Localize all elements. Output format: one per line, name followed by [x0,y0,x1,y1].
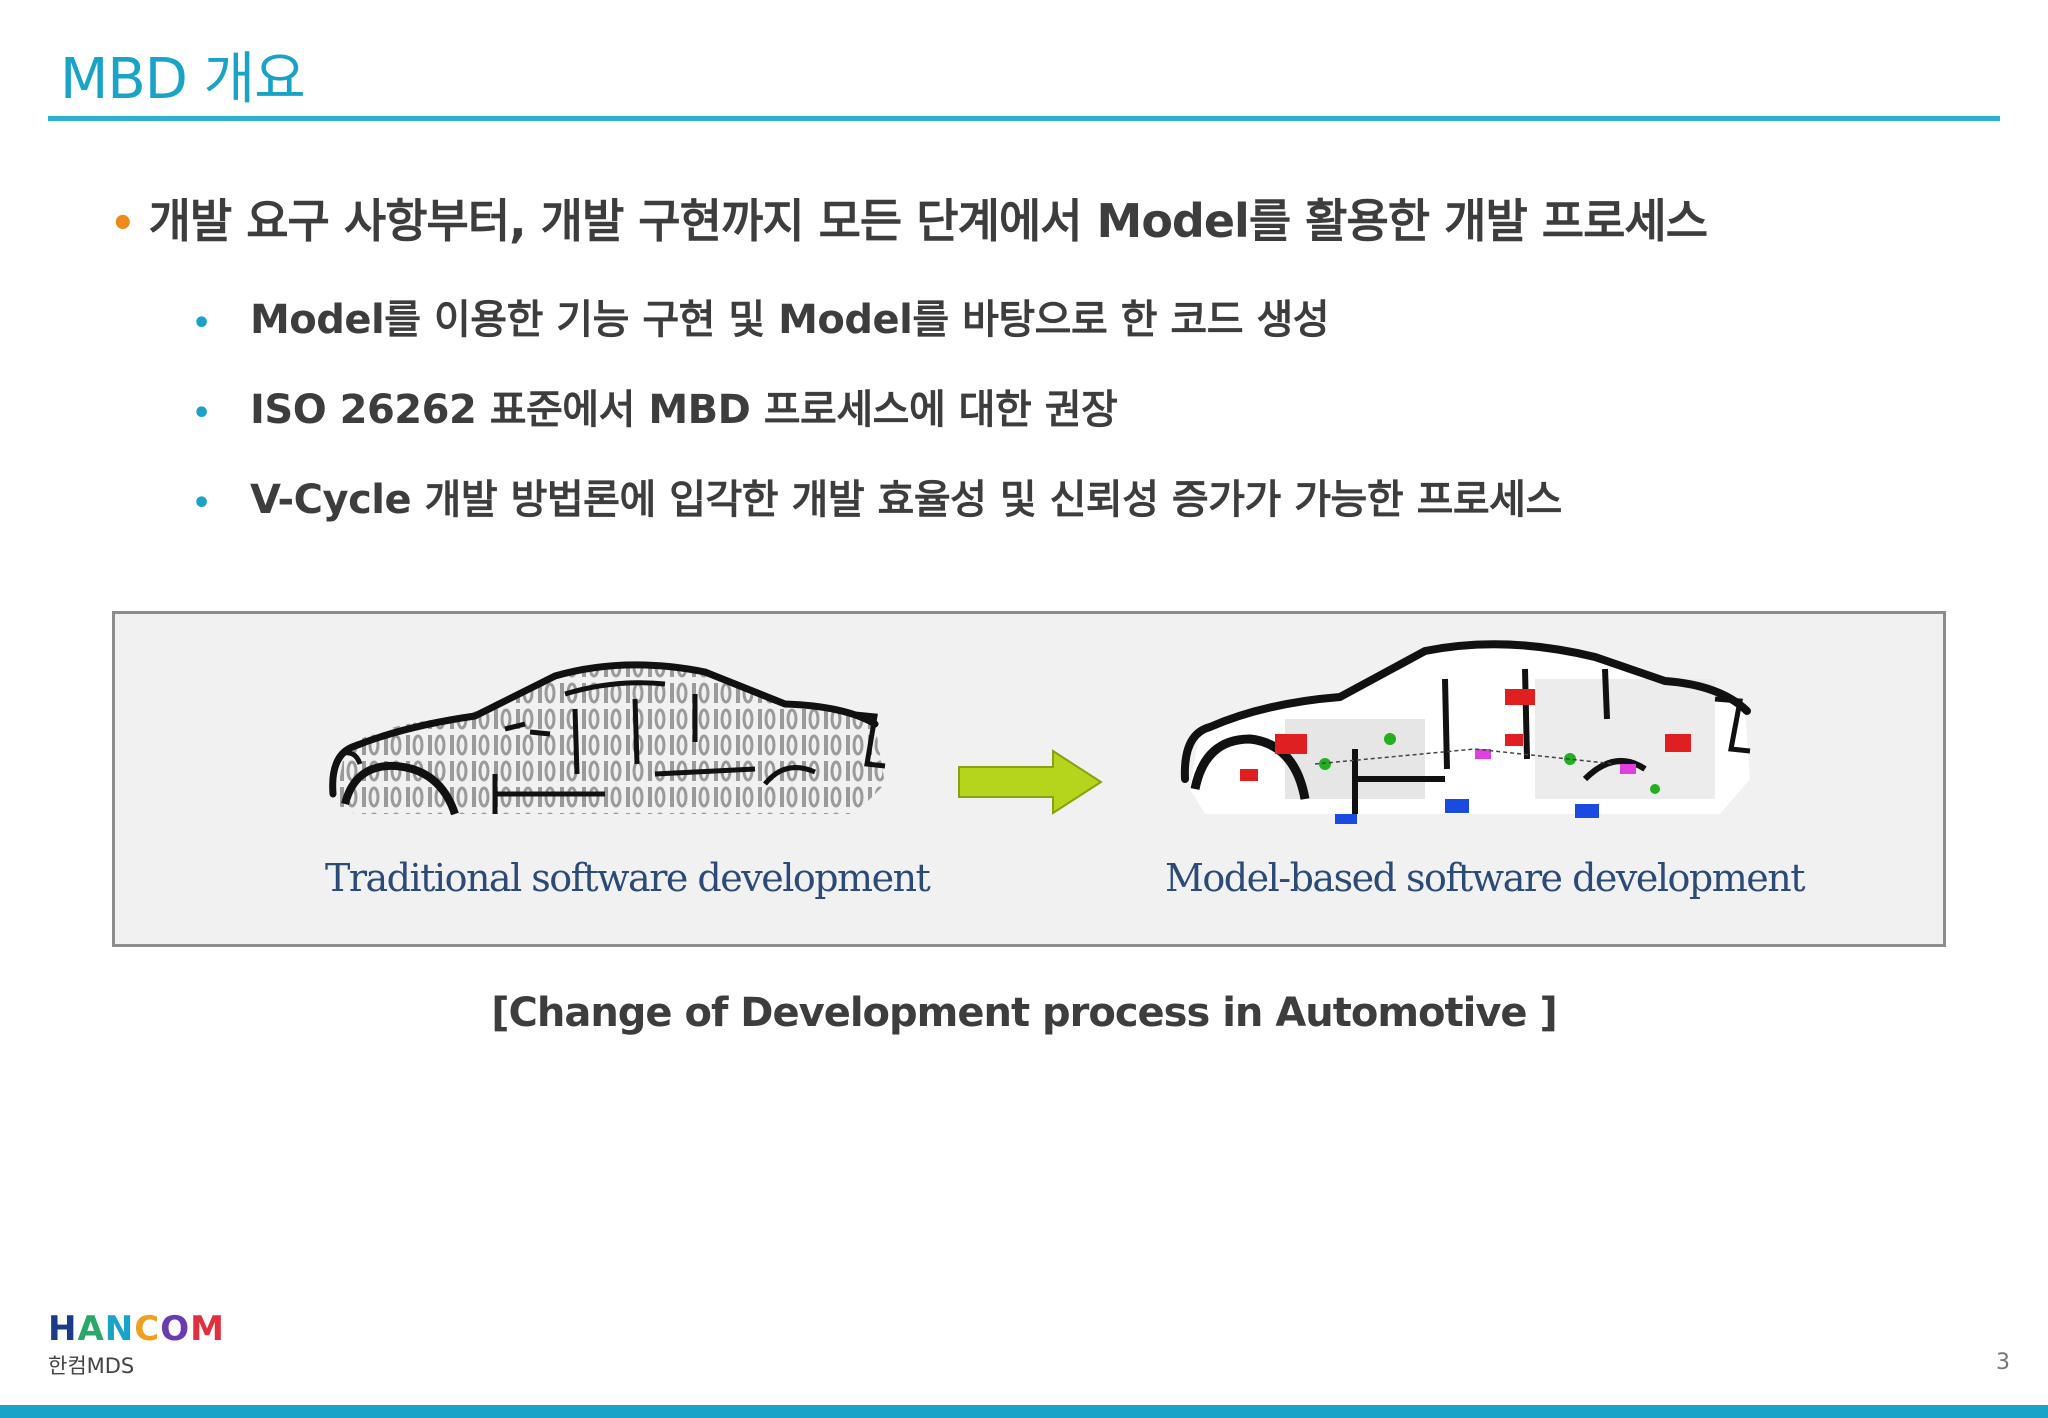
process-figure: Traditional software development Model-b… [112,611,1946,947]
sub-bullet: • Model를 이용한 기능 구현 및 Model를 바탕으로 한 코드 생성 [192,287,1990,377]
arrow-right-icon [958,749,1103,815]
logo-wordmark: HANCOM [48,1312,225,1346]
sub-bullet: • V-Cycle 개발 방법론에 입각한 개발 효율성 및 신뢰성 증가가 가… [192,467,1990,557]
company-logo: HANCOM 한컴MDS [48,1312,225,1380]
bullet-dot-icon: • [192,396,211,431]
logo-letter: A [77,1309,105,1349]
model-based-label: Model-based software development [1165,856,1806,900]
sub-bullet: • ISO 26262 표준에서 MBD 프로세스에 대한 권장 [192,377,1990,467]
traditional-label: Traditional software development [325,856,931,900]
logo-letter: O [160,1309,191,1349]
title-divider [48,116,2000,121]
bullet-dot-icon: • [110,201,136,247]
sub-bullet-list: • Model를 이용한 기능 구현 및 Model를 바탕으로 한 코드 생성… [110,287,1990,557]
traditional-car-illustration [329,661,886,816]
model-based-car-illustration [1180,640,1751,824]
logo-letter: C [134,1309,161,1349]
logo-subtext: 한컴MDS [48,1354,135,1378]
page-number: 3 [1996,1350,2010,1375]
main-bullet: • 개발 요구 사항부터, 개발 구현까지 모든 단계에서 Model를 활용한… [110,185,1990,251]
figure-caption: [Change of Development process in Automo… [491,990,1558,1036]
sub-bullet-text: Model를 이용한 기능 구현 및 Model를 바탕으로 한 코드 생성 [250,297,1330,343]
sub-bullet-text: ISO 26262 표준에서 MBD 프로세스에 대한 권장 [250,387,1118,433]
bullet-dot-icon: • [192,486,211,521]
logo-letter: M [190,1309,225,1349]
page-title: MBD 개요 [60,47,306,112]
logo-letter: H [48,1309,78,1349]
sub-bullet-text: V-Cycle 개발 방법론에 입각한 개발 효율성 및 신뢰성 증가가 가능한… [250,477,1562,523]
footer-bar [0,1405,2048,1418]
bullet-dot-icon: • [192,306,211,341]
bullet-list: • 개발 요구 사항부터, 개발 구현까지 모든 단계에서 Model를 활용한… [110,185,1990,557]
logo-letter: N [104,1309,135,1349]
main-bullet-text: 개발 요구 사항부터, 개발 구현까지 모든 단계에서 Model를 활용한 개… [148,194,1708,248]
